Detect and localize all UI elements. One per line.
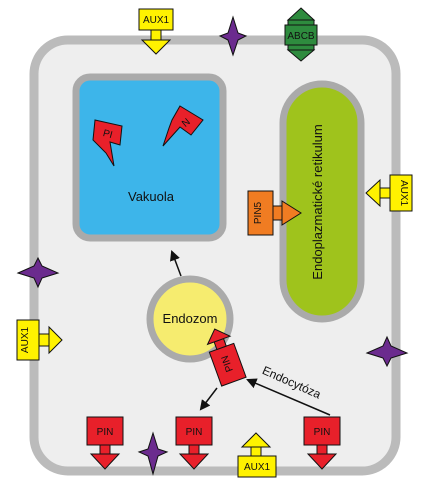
pin-transporter-bottom-1: PIN <box>86 416 124 470</box>
pin-transporter-bottom-2: PIN <box>175 416 213 470</box>
unknown-transporter-top <box>218 15 248 57</box>
unknown-transporter-bottom <box>137 431 169 476</box>
pin5-transporter: PIN5 <box>247 190 302 236</box>
abcb-label: ABCB <box>287 31 315 42</box>
vacuole <box>72 73 227 242</box>
aux1-top-label: AUX1 <box>143 15 170 26</box>
aux1-transporter-top: AUX1 <box>138 8 174 55</box>
pin-transporter-bottom-3: PIN <box>303 416 341 470</box>
pin-bottom-1-label: PIN <box>97 427 114 438</box>
pi-transporter: PI <box>92 119 123 167</box>
er-label: Endoplazmatické retikulum <box>310 124 325 279</box>
endosome-label: Endozom <box>163 311 218 326</box>
endosome-pin-label: PIN <box>220 354 236 373</box>
unknown-transporter-left <box>16 256 60 289</box>
endosome-pin-transporter: PIN <box>206 328 247 387</box>
aux1-right-label: AUX1 <box>398 180 409 207</box>
aux1-transporter-left: AUX1 <box>16 319 63 361</box>
pin-bottom-2-label: PIN <box>186 427 203 438</box>
pi-label: PI <box>102 128 114 141</box>
pin-bottom-3-label: PIN <box>314 427 331 438</box>
endocytosis-arrow <box>246 378 331 416</box>
vacuole-label: Vakuola <box>128 189 175 204</box>
abcb-transporter: ABCB <box>284 7 318 62</box>
aux1-transporter-bottom: AUX1 <box>237 432 277 478</box>
aux1-transporter-right: AUX1 <box>365 174 413 212</box>
pin5-label: PIN5 <box>253 201 264 224</box>
unknown-transporter-right <box>365 335 409 368</box>
aux1-bottom-label: AUX1 <box>244 462 271 473</box>
arrow-endosome-to-membrane <box>199 387 218 411</box>
n-transporter: N <box>162 105 204 147</box>
arrow-endosome-to-vacuole <box>170 250 182 277</box>
aux1-left-label: AUX1 <box>20 327 31 354</box>
